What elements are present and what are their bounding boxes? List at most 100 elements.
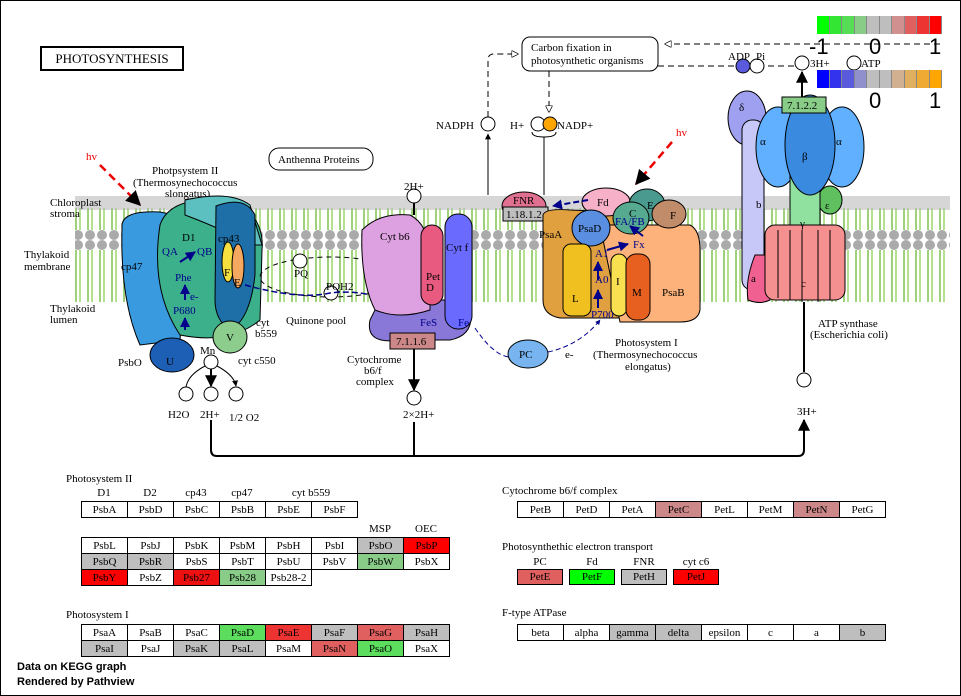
gene-box-psam[interactable]: PsaM [265,640,312,657]
gene-box-psbq[interactable]: PsbQ [81,553,128,570]
gene-box-c[interactable]: c [747,624,794,641]
gene-box-alpha[interactable]: alpha [563,624,610,641]
photosystem-ii[interactable]: cp47 D1 cp43 QA QB Phe e- P680 F E V U [121,195,263,373]
ps2-header: D1 [97,487,111,499]
pet-header: Fd [586,556,598,568]
carbon-fix-label-1: Carbon fixation in [531,42,612,54]
gene-box-psbo[interactable]: PsbO [357,537,404,554]
water-splitting: H2O 2H+ 1/2 O2 [168,354,259,424]
gene-box-petm[interactable]: PetM [747,501,794,518]
gene-box-psaj[interactable]: PsaJ [127,640,174,657]
ec-7116-box[interactable] [389,332,436,350]
gene-box-b[interactable]: b [839,624,886,641]
cytochrome-b6f-complex[interactable]: Cyt b6 Pet D Cyt f FeS Fe 7.1.1.6 [361,213,473,350]
gene-box-psbr[interactable]: PsbR [127,553,174,570]
a1-label: A1 [595,248,608,260]
gene-box-psbv[interactable]: PsbV [311,553,358,570]
gene-box-psag[interactable]: PsaG [357,624,404,641]
compound-color-bar [817,70,942,88]
gene-box-gamma[interactable]: gamma [609,624,656,641]
fd-label: Fd [597,197,609,209]
pet-header: FNR [633,556,655,568]
gene-box-petd[interactable]: PetD [563,501,610,518]
gene-box-beta[interactable]: beta [517,624,564,641]
ps2-header: cyt b559 [291,487,331,499]
gene-box-petf[interactable]: PetF [569,569,615,585]
epsilon-label: ε [825,200,830,212]
gene-box-petl[interactable]: PetL [701,501,748,518]
gene-box-psaa[interactable]: PsaA [81,624,128,641]
gene-box-psb28[interactable]: Psb28 [219,569,266,586]
gene-box-psak[interactable]: PsaK [173,640,220,657]
gene-box-psbu[interactable]: PsbU [265,553,312,570]
ec-atp-box[interactable] [781,96,827,114]
color-legend: -1 0 1 [809,16,942,59]
gene-box-psbe[interactable]: PsbE [265,501,312,518]
gene-box-epsilon[interactable]: epsilon [701,624,748,641]
gene-box-psbd[interactable]: PsbD [127,501,174,518]
gene-box-a[interactable]: a [793,624,840,641]
carbon-fixation-box[interactable] [521,36,659,72]
gene-box-psbb[interactable]: PsbB [219,501,266,518]
gene-box-psal[interactable]: PsaL [219,640,266,657]
gene-box-psbi[interactable]: PsbI [311,537,358,554]
gene-box-psaf[interactable]: PsaF [311,624,358,641]
anthenna-box-text[interactable]: Anthenna Proteins [278,154,360,166]
ps2-header: MSP [368,523,392,535]
gene-box-psac[interactable]: PsaC [173,624,220,641]
gene-box-petc[interactable]: PetC [655,501,702,518]
gene-box-psba[interactable]: PsbA [81,501,128,518]
gene-box-psbw[interactable]: PsbW [357,553,404,570]
gene-box-psbp[interactable]: PsbP [403,537,450,554]
cpd-legend-mid: 0 [869,88,882,113]
pc-label: PC [519,349,532,361]
gene-box-petb[interactable]: PetB [517,501,564,518]
atp-synthase[interactable]: 7.1.2.2 δ α α β ε γ b a c [727,90,865,303]
gene-box-psab[interactable]: PsaB [127,624,174,641]
photosystem-i[interactable]: Fd PsaD PsaA PsaB C E F FA/FB Fx A1 A0 L… [539,187,701,323]
gene-box-psbj[interactable]: PsbJ [127,537,174,554]
gene-box-psad[interactable]: PsaD [219,624,266,641]
gene-box-pete[interactable]: PetE [517,569,563,585]
gene-box-delta[interactable]: delta [655,624,702,641]
gene-box-petn[interactable]: PetN [793,501,840,518]
gene-box-psao[interactable]: PsaO [357,640,404,657]
gene-box-psb28-2[interactable]: Psb28-2 [265,569,312,586]
adp-label: ADP [728,51,750,63]
ps2-group-title: Photosystem II [66,473,133,485]
gene-box-psby[interactable]: PsbY [81,569,128,586]
gene-box-petg[interactable]: PetG [839,501,886,518]
nadp-node[interactable] [542,116,558,132]
gene-box-psbt[interactable]: PsbT [219,553,266,570]
cytb6-label: Cyt b6 [380,231,410,243]
cyt-label: cyt [256,317,269,329]
half-o2-label: 1/2 O2 [229,412,259,424]
gene-box-psax[interactable]: PsaX [403,640,450,657]
chloroplast-label: Chloroplast [50,197,101,209]
gene-box-psbs[interactable]: PsbS [173,553,220,570]
gene-box-psai[interactable]: PsaI [81,640,128,657]
gene-box-peth[interactable]: PetH [621,569,667,585]
pc-node[interactable] [507,339,549,369]
gene-box-psbh[interactable]: PsbH [265,537,312,554]
gene-box-psbz[interactable]: PsbZ [127,569,174,586]
gene-box-petj[interactable]: PetJ [673,569,719,585]
gene-box-psae[interactable]: PsaE [265,624,312,641]
gene-box-psan[interactable]: PsaN [311,640,358,657]
gene-box-psbl[interactable]: PsbL [81,537,128,554]
cytb6f-label-1: Cytochrome [347,354,401,366]
gene-box-psb27[interactable]: Psb27 [173,569,220,586]
b-label: b [756,199,762,211]
gene-box-psbf[interactable]: PsbF [311,501,358,518]
e-subunit-ps1-label: E [647,200,654,212]
gene-box-psah[interactable]: PsaH [403,624,450,641]
gene-box-psbm[interactable]: PsbM [219,537,266,554]
ps2-header: D2 [143,487,157,499]
gene-box-psbx[interactable]: PsbX [403,553,450,570]
cp47-label: cp47 [121,261,143,273]
gene-box-psbc[interactable]: PsbC [173,501,220,518]
gene-box-psbk[interactable]: PsbK [173,537,220,554]
gene-box-peta[interactable]: PetA [609,501,656,518]
